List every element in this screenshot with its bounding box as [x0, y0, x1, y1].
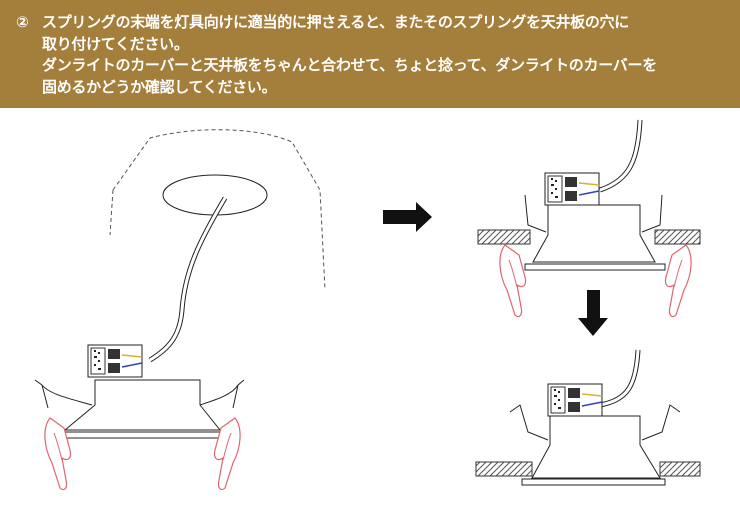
- step-number: ②: [16, 13, 29, 31]
- hand-icon: [664, 244, 692, 318]
- spring-right: [199, 379, 245, 409]
- arrow-right-icon: [383, 202, 432, 232]
- instruction-line-1: スプリングの末端を灯具向けに適当的に押さえると、またそのスプリングを天井板の穴に: [42, 13, 629, 31]
- instruction-line-4: 固めるかどうか確認してください。: [42, 77, 277, 96]
- instruction-text: スプリングの末端を灯具向けに適当的に押さえると、またそのスプリングを天井板の穴に…: [42, 12, 657, 98]
- instruction-header: ② スプリングの末端を灯具向けに適当的に押さえると、またそのスプリングを天井板の…: [0, 0, 740, 108]
- instruction-line-2: 取り付けてください。: [42, 34, 189, 53]
- spring-left: [34, 379, 93, 409]
- ceiling-board-right: [659, 461, 701, 477]
- driver-box: [544, 172, 600, 206]
- ceiling-hole: [162, 174, 268, 216]
- instruction-line-3: ダンライトのカーバーと天井板をちゃんと合わせて、ちょと捻って、ダンライトのカーバ…: [42, 56, 657, 74]
- downlight-flange: [59, 431, 226, 439]
- driver-box: [547, 383, 603, 417]
- installation-diagram: [34, 119, 701, 491]
- ceiling-board-outline: [109, 129, 326, 291]
- ceiling-board-right: [654, 229, 701, 245]
- downlight-body: [63, 379, 222, 431]
- hand-icon: [499, 244, 527, 318]
- right-bottom-drawing: [475, 349, 701, 486]
- arrow-down-icon: [578, 290, 608, 336]
- ceiling-board-left: [477, 229, 531, 245]
- ceiling-board-left: [475, 461, 533, 477]
- right-top-drawing: [477, 119, 701, 318]
- driver-box: [87, 344, 143, 378]
- left-installation-drawing: [34, 129, 326, 491]
